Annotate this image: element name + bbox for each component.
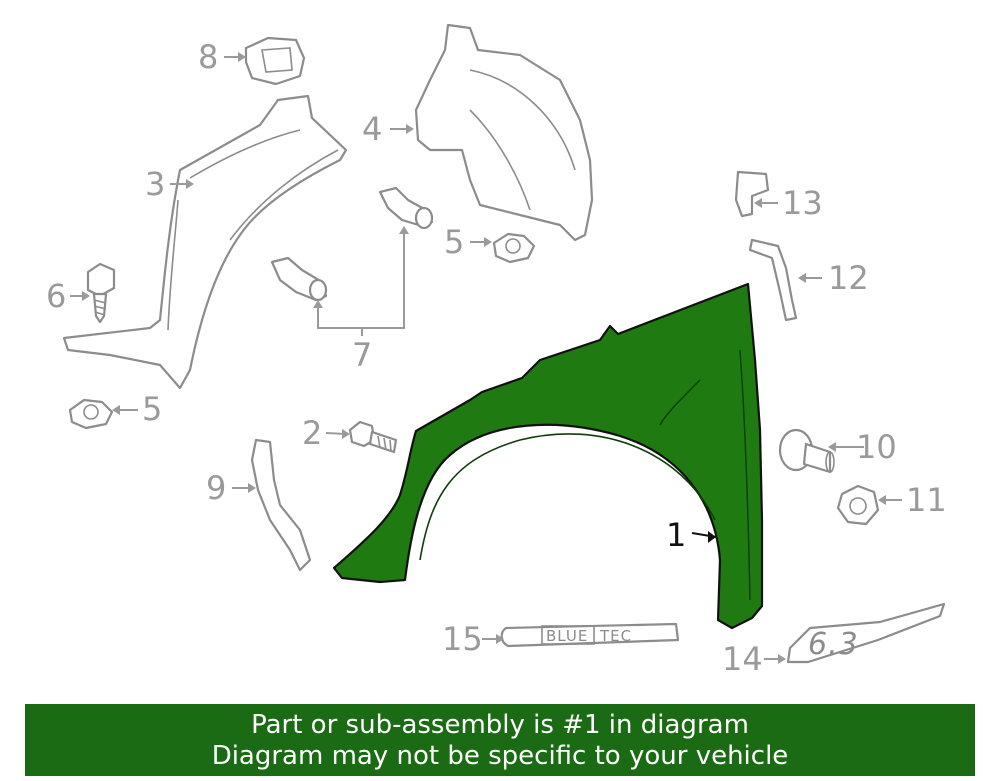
callout-15: 15 <box>442 620 483 658</box>
emblem-text: 6.3 <box>808 627 859 662</box>
callout-4: 4 <box>362 110 382 148</box>
callout-7: 7 <box>352 336 372 374</box>
part-7-clip-left[interactable] <box>270 256 328 302</box>
part-7-clip-right[interactable] <box>378 186 434 230</box>
callout-6: 6 <box>46 277 66 315</box>
part-15-badge[interactable]: BLUE TEC <box>500 622 680 648</box>
callout-9: 9 <box>206 469 226 507</box>
part-11-nut[interactable] <box>836 484 880 526</box>
footer-line-1: Part or sub-assembly is #1 in diagram <box>251 710 749 740</box>
part-2-bolt[interactable] <box>348 420 398 454</box>
callout-5-upper: 5 <box>444 223 464 261</box>
part-4-inner-liner[interactable] <box>414 23 594 242</box>
footer-banner: Part or sub-assembly is #1 in diagram Di… <box>25 704 975 776</box>
part-5-nut-upper[interactable] <box>492 232 536 264</box>
part-6-screw[interactable] <box>86 262 116 324</box>
part-3-wheel-liner[interactable] <box>62 94 348 390</box>
callout-2: 2 <box>302 414 322 452</box>
parts-diagram: 6.3 BLUE TEC 1 2 3 4 5 5 6 7 8 9 10 <box>46 23 947 678</box>
part-9-bracket[interactable] <box>250 438 312 572</box>
footer-line-2: Diagram may not be specific to your vehi… <box>211 741 789 771</box>
part-10-stud[interactable] <box>778 428 835 474</box>
callout-5-lower: 5 <box>142 390 162 428</box>
callout-12: 12 <box>828 259 869 297</box>
badge-blue-text: BLUE <box>546 627 588 645</box>
part-8-clip-nut[interactable] <box>244 36 306 86</box>
part-12-bracket[interactable] <box>748 238 798 322</box>
callout-8: 8 <box>198 38 218 76</box>
part-13-clip[interactable] <box>734 170 770 218</box>
leader-lines <box>70 52 902 664</box>
part-1-fender[interactable] <box>332 282 764 630</box>
callout-13: 13 <box>782 184 823 222</box>
callout-10: 10 <box>856 428 897 466</box>
part-14-emblem[interactable]: 6.3 <box>786 602 946 664</box>
badge-tec-text: TEC <box>599 627 632 645</box>
callout-11: 11 <box>906 481 947 519</box>
callout-1: 1 <box>666 516 686 554</box>
callout-14: 14 <box>722 640 763 678</box>
part-5-nut-lower[interactable] <box>68 398 114 430</box>
callout-3: 3 <box>145 165 165 203</box>
